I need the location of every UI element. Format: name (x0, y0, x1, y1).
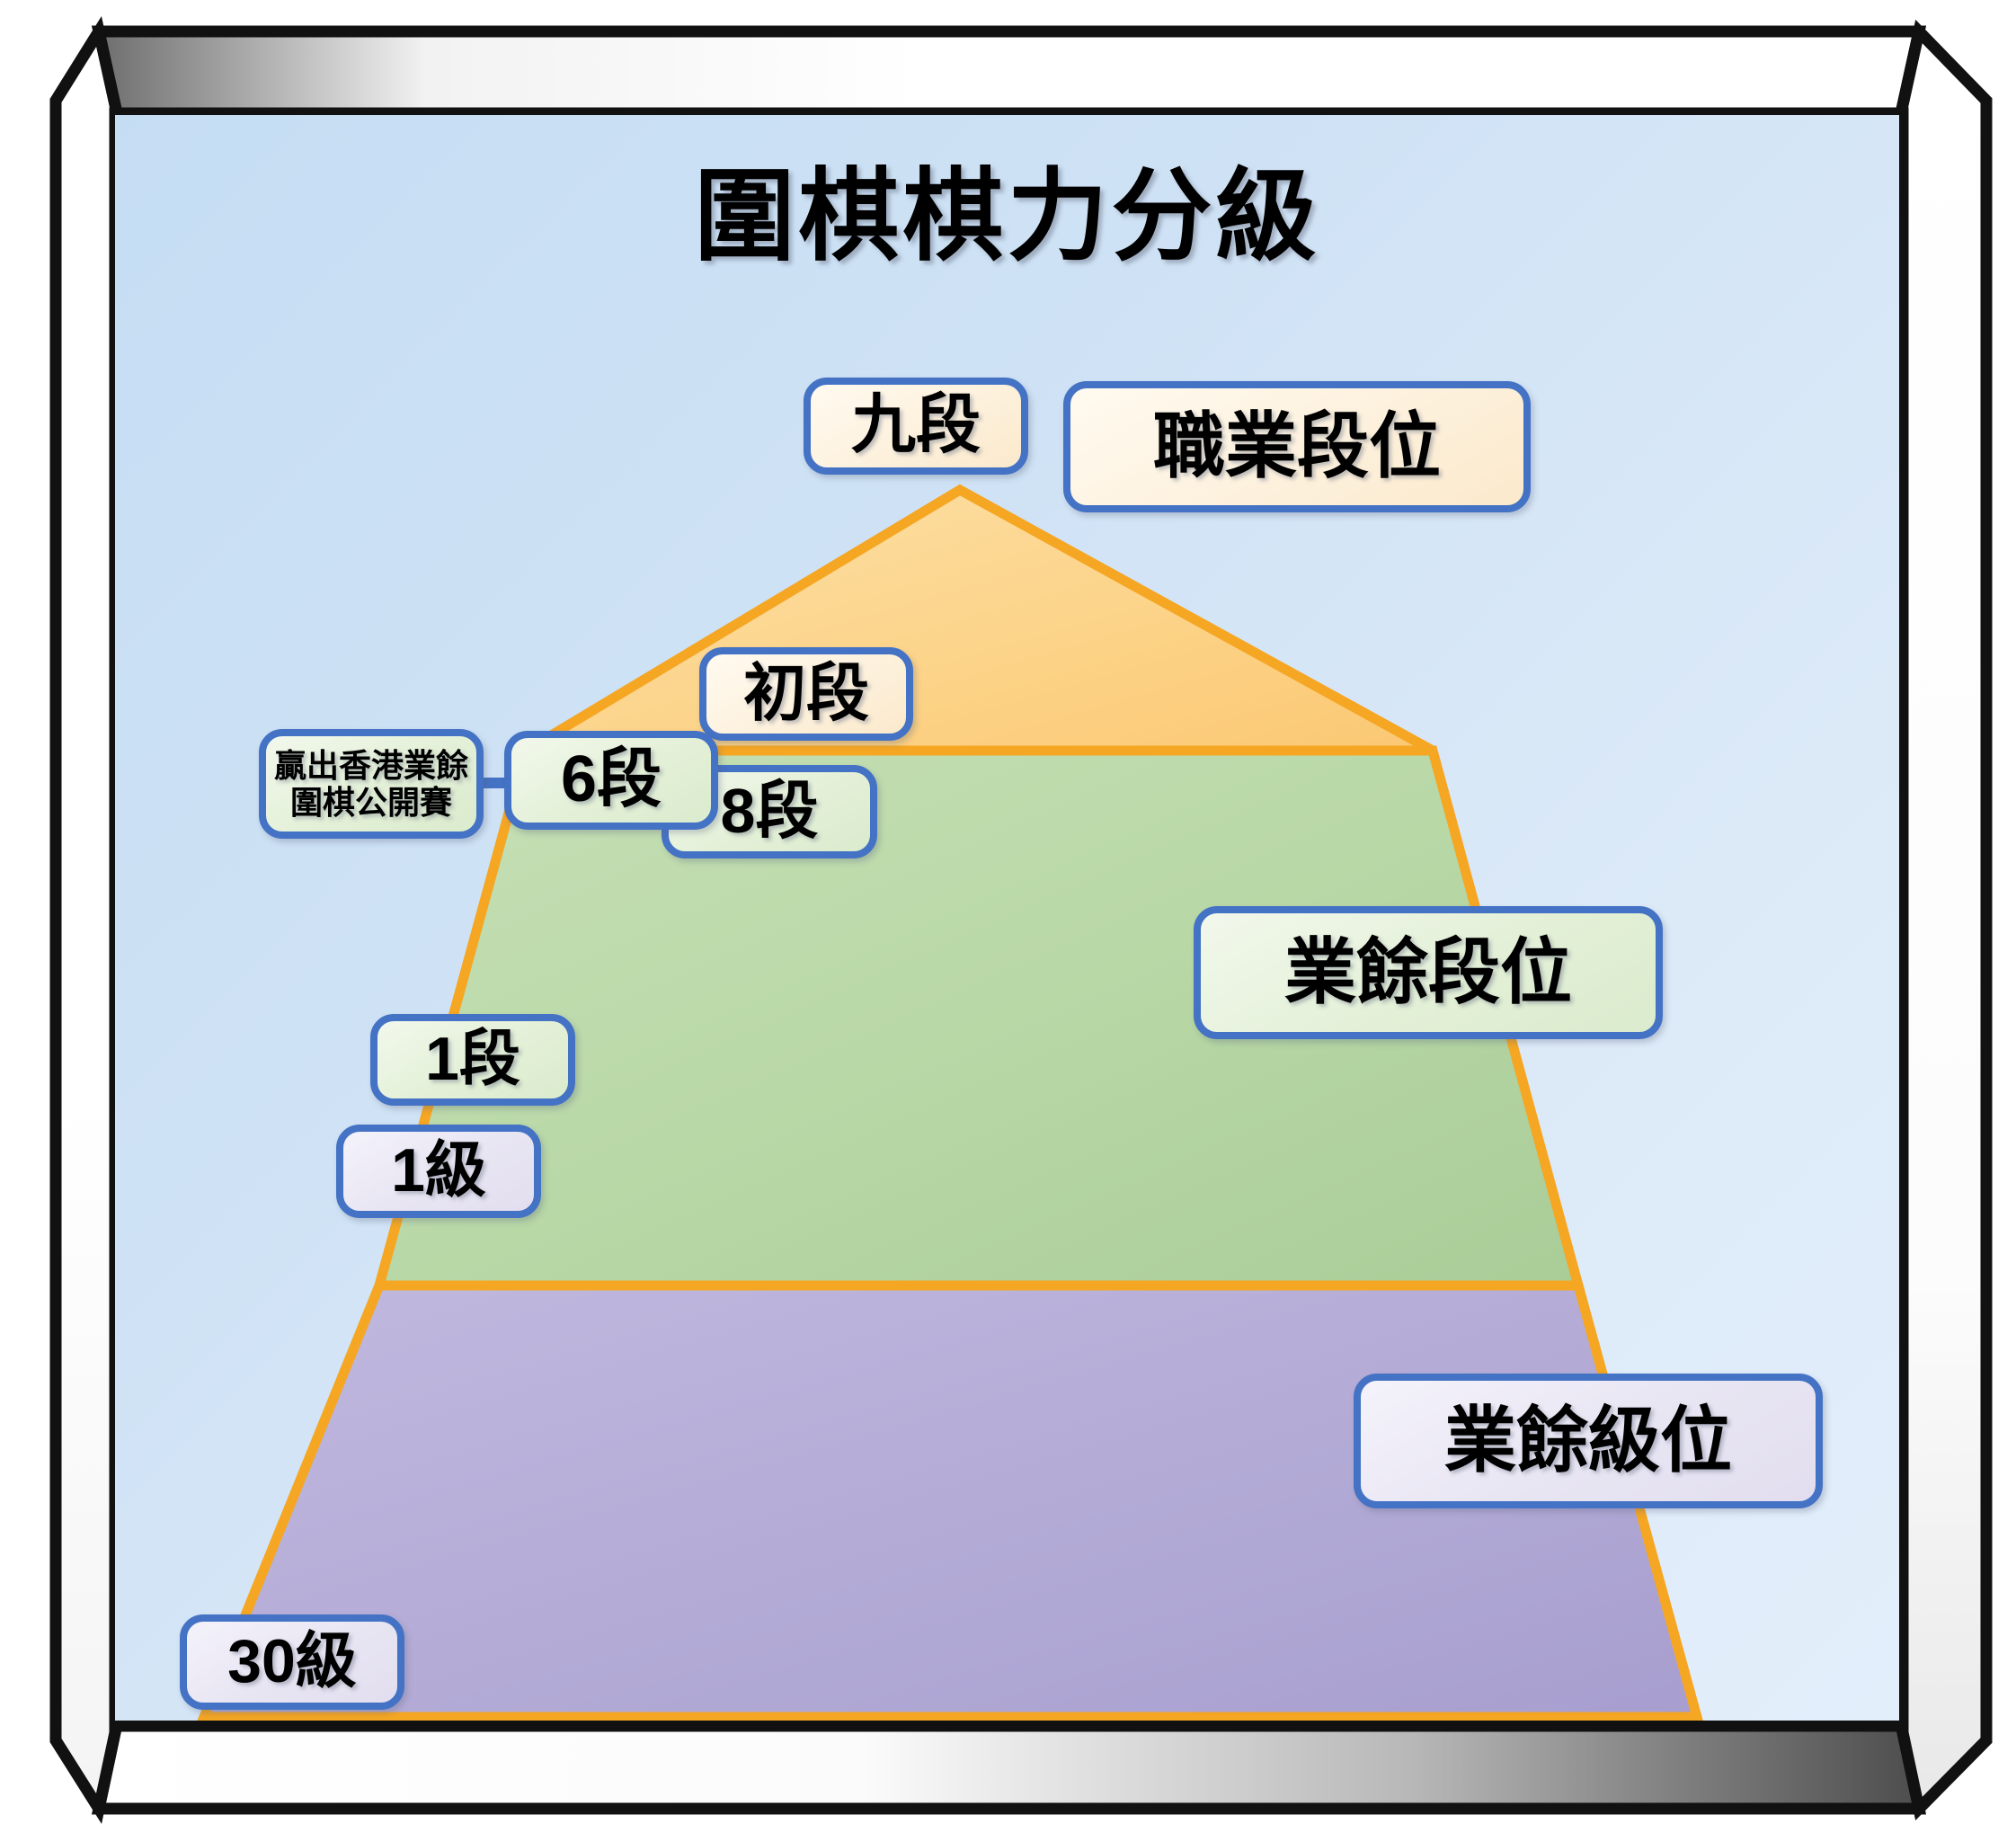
tier-label-professional-dan-text: 職業段位 (1153, 406, 1441, 486)
rank-label-1kyu-text: 1級 (391, 1136, 486, 1205)
rank-label-6dan-text: 6段 (560, 743, 662, 816)
rank-label-30kyu[interactable]: 30級 (180, 1614, 404, 1710)
rank-label-1kyu[interactable]: 1級 (336, 1125, 541, 1218)
page-title: 圍棋棋力分級 (694, 160, 1320, 272)
rank-label-1dan-text: 1段 (425, 1025, 520, 1094)
note-label-hk-open-line1: 贏出香港業餘 (273, 746, 468, 784)
pyramid-tier-professional-dan (508, 484, 1435, 756)
tier-label-amateur-dan[interactable]: 業餘段位 (1194, 906, 1663, 1039)
rank-label-8dan-text: 8段 (720, 776, 819, 847)
tier-label-amateur-kyu[interactable]: 業餘級位 (1354, 1374, 1823, 1508)
rank-label-shodan-text: 初段 (743, 658, 869, 729)
rank-label-9dan-text: 九段 (850, 389, 981, 462)
rank-label-9dan[interactable]: 九段 (804, 378, 1028, 475)
tier-label-amateur-dan-text: 業餘段位 (1284, 932, 1572, 1012)
tier-label-amateur-kyu-text: 業餘級位 (1444, 1401, 1732, 1481)
rank-label-shodan[interactable]: 初段 (699, 647, 913, 741)
rank-label-1dan[interactable]: 1段 (370, 1014, 575, 1106)
rank-label-6dan[interactable]: 6段 (504, 731, 718, 830)
rank-label-30kyu-text: 30級 (227, 1627, 357, 1696)
tier-label-professional-dan[interactable]: 職業段位 (1063, 381, 1531, 512)
diagram-canvas: 圍棋棋力分級 (115, 115, 1899, 1721)
pyramid-graphic (197, 484, 1703, 1721)
note-label-hk-open-line2: 圍棋公開賽 (289, 784, 452, 821)
note-label-hk-open[interactable]: 贏出香港業餘 圍棋公開賽 (259, 729, 484, 839)
